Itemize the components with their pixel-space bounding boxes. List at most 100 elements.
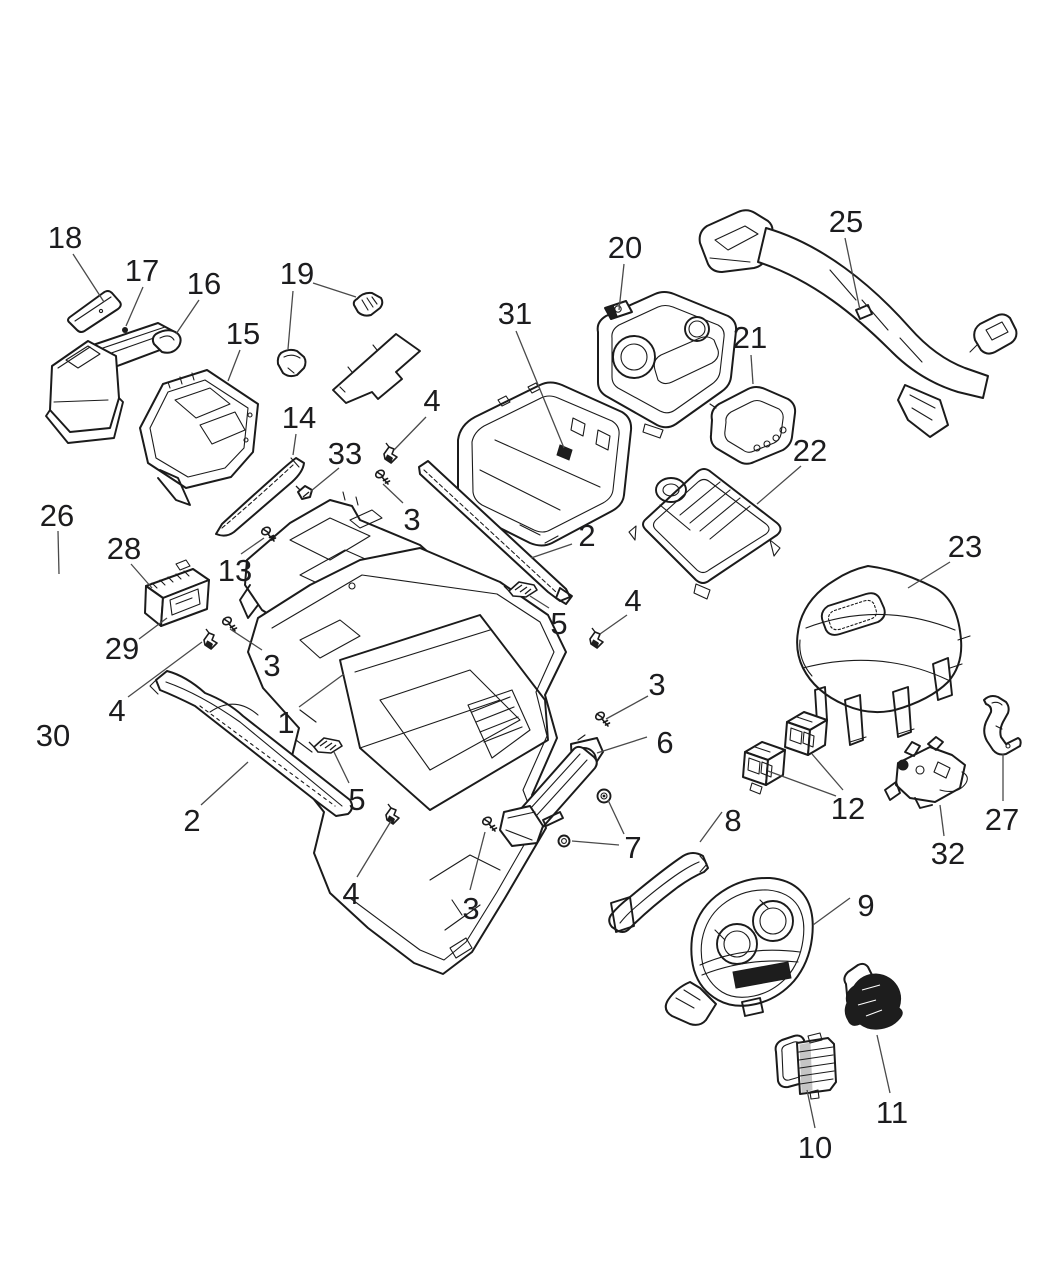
callout-18: 18 [48, 220, 82, 255]
part-sill-trim-rail-2-left [149, 670, 354, 817]
part-trim-strip-14 [215, 457, 305, 537]
callout-8: 8 [724, 803, 741, 838]
callout-4: 4 [342, 876, 359, 911]
leader-line-19 [287, 290, 294, 350]
leader-line-16 [175, 299, 200, 335]
leader-line-25 [844, 237, 861, 311]
callout-14: 14 [282, 400, 316, 435]
part-end-cap-19-right [352, 291, 384, 317]
part-hook-bracket-27 [983, 695, 1022, 756]
part-armrest-lid-23 [796, 565, 971, 746]
part-screw-3-a [373, 467, 391, 485]
part-clip-4-a [383, 442, 398, 464]
leader-line-4 [127, 641, 203, 698]
callout-20: 20 [608, 230, 642, 265]
part-clip-4-c [203, 628, 218, 650]
part-tray-insert-22 [628, 468, 782, 600]
leader-line-32 [939, 804, 945, 837]
leader-line-22 [756, 465, 802, 505]
callout-2: 2 [183, 803, 200, 838]
leader-line-1 [298, 673, 345, 708]
part-switch-block-12-b [784, 711, 828, 756]
leader-line-18 [72, 253, 105, 303]
leader-line-23 [907, 561, 951, 589]
part-bezel-ring-21 [709, 386, 797, 465]
callout-5: 5 [550, 606, 567, 641]
callout-2: 2 [578, 518, 595, 553]
callout-22: 22 [793, 433, 827, 468]
part-end-cap-19-left [276, 348, 307, 378]
leader-line-4 [393, 416, 427, 451]
part-switch-block-12-a [742, 741, 786, 795]
callout-3: 3 [648, 667, 665, 702]
leader-line-19 [312, 282, 357, 298]
part-rubber-mat [332, 333, 421, 404]
callout-19: 19 [280, 256, 314, 291]
leader-line-6 [596, 736, 648, 754]
part-armrest-pad-18 [67, 290, 122, 333]
callout-16: 16 [187, 266, 221, 301]
leader-line-7 [607, 799, 625, 835]
callout-12: 12 [831, 791, 865, 826]
callout-10: 10 [798, 1130, 832, 1165]
part-grommet-7-b [557, 834, 571, 848]
leader-line-13 [240, 537, 265, 555]
leader-line-3 [469, 831, 486, 891]
part-pivot-pin-17 [122, 327, 128, 333]
leader-line-29 [138, 617, 168, 640]
part-trim-band-8 [608, 852, 709, 933]
callout-31: 31 [498, 296, 532, 331]
leader-line-3 [229, 628, 263, 651]
callout-21: 21 [733, 320, 767, 355]
part-push-clip-33 [295, 485, 313, 500]
callout-3: 3 [403, 502, 420, 537]
callout-27: 27 [985, 802, 1019, 837]
part-power-outlet-10 [774, 1032, 837, 1100]
part-armrest-slide-assembly [45, 322, 182, 444]
leader-line-28 [130, 563, 153, 589]
lid-grip-handle [820, 592, 886, 636]
leader-line-15 [227, 349, 241, 382]
part-cupholder-20 [596, 291, 738, 439]
bin-push-pin [556, 444, 573, 461]
callout-11: 11 [876, 1095, 908, 1130]
leader-line-20 [618, 263, 625, 311]
callout-7: 7 [624, 830, 641, 865]
part-module-28-29 [144, 559, 210, 627]
part-support-strut-6 [499, 734, 604, 847]
callout-28: 28 [107, 531, 141, 566]
leader-line-11 [876, 1034, 891, 1094]
leader-line-10 [806, 1089, 816, 1129]
part-console-body-1 [239, 491, 567, 975]
part-clip-4-b [589, 627, 604, 649]
leader-line-31 [515, 330, 565, 449]
leader-line-12 [811, 753, 844, 791]
leader-line-2 [200, 761, 249, 806]
leader-line-12 [767, 770, 837, 797]
callout-29: 29 [105, 631, 139, 666]
leader-line-5 [333, 751, 350, 784]
part-sill-trim-rail-2-right [418, 460, 573, 605]
leader-line-33 [310, 467, 340, 492]
leader-line-3 [605, 695, 649, 720]
leader-line-5 [529, 595, 550, 609]
callout-32: 32 [931, 836, 965, 871]
callout-33: 33 [328, 436, 362, 471]
leader-line-4 [599, 614, 628, 635]
callout-3: 3 [462, 891, 479, 926]
callout-4: 4 [624, 583, 641, 618]
leader-line-26 [57, 530, 60, 575]
leader-line-14 [292, 433, 297, 456]
callout-4: 4 [423, 383, 440, 418]
leader-line-4 [356, 820, 392, 878]
part-latch-hook-16 [151, 329, 182, 354]
callout-15: 15 [226, 316, 260, 351]
part-latch-bracket-32 [884, 736, 968, 809]
callout-1: 1 [277, 705, 294, 740]
part-air-duct-25 [698, 209, 1018, 438]
leader-line-7 [571, 840, 620, 846]
part-grommet-7-a [596, 788, 612, 804]
